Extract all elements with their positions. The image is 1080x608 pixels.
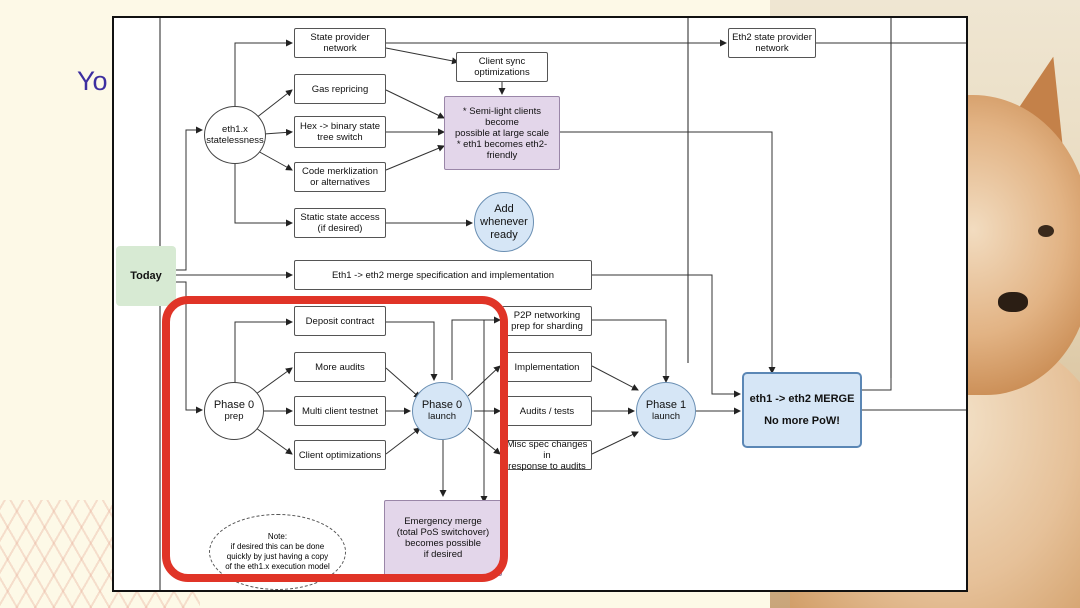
- phase1-launch-title: Phase 1: [645, 399, 687, 411]
- multi-client-testnet-node: Multi client testnet: [294, 396, 386, 426]
- diagram-connectors: [159, 18, 966, 590]
- deposit-contract-node: Deposit contract: [294, 306, 386, 336]
- eth1-eth2-merge-node: eth1 -> eth2 MERGE No more PoW!: [742, 372, 862, 448]
- state-provider-network-node: State provider network: [294, 28, 386, 58]
- phase0-prep-node: Phase 0 prep: [204, 382, 264, 440]
- phase0-prep-sub: prep: [224, 411, 244, 422]
- dog-nose: [998, 292, 1028, 312]
- more-audits-node: More audits: [294, 352, 386, 382]
- phase1-launch-node: Phase 1 launch: [636, 382, 696, 440]
- phase1-launch-sub: launch: [652, 411, 680, 422]
- red-highlight-box: [162, 296, 508, 582]
- misc-spec-changes-node: Misc spec changes in response to audits: [502, 439, 592, 472]
- static-state-access-node: Static state access (if desired): [294, 208, 386, 238]
- code-merklization-node: Code merklization or alternatives: [294, 162, 386, 192]
- p2p-networking-node: P2P networking prep for sharding: [502, 306, 592, 336]
- merge-spec-node: Eth1 -> eth2 merge specification and imp…: [294, 260, 592, 290]
- hex-binary-tree-node: Hex -> binary state tree switch: [294, 116, 386, 148]
- client-sync-optimizations-node: Client sync optimizations: [456, 52, 548, 82]
- merge-title: eth1 -> eth2 MERGE: [749, 393, 855, 405]
- eth2-state-provider-node: Eth2 state provider network: [728, 28, 816, 58]
- gas-repricing-node: Gas repricing: [294, 74, 386, 104]
- today-node: Today: [116, 246, 176, 306]
- semi-light-clients-node: * Semi-light clients become possible at …: [444, 96, 560, 170]
- eth1x-statelessness-node: eth1.x statelessness: [204, 106, 266, 164]
- phase0-launch-node: Phase 0 launch: [412, 382, 472, 440]
- merge-subtitle: No more PoW!: [764, 415, 840, 427]
- client-optimizations-node: Client optimizations: [294, 440, 386, 470]
- phase0-prep-title: Phase 0: [213, 399, 255, 411]
- implementation-node: Implementation: [502, 352, 592, 382]
- add-whenever-ready-node: Add whenever ready: [474, 192, 534, 252]
- slide-title: Yo: [77, 66, 108, 96]
- phase0-launch-sub: launch: [428, 411, 456, 422]
- phase0-launch-title: Phase 0: [421, 399, 463, 411]
- dog-eye-right: [1038, 225, 1054, 237]
- audits-tests-node: Audits / tests: [502, 396, 592, 426]
